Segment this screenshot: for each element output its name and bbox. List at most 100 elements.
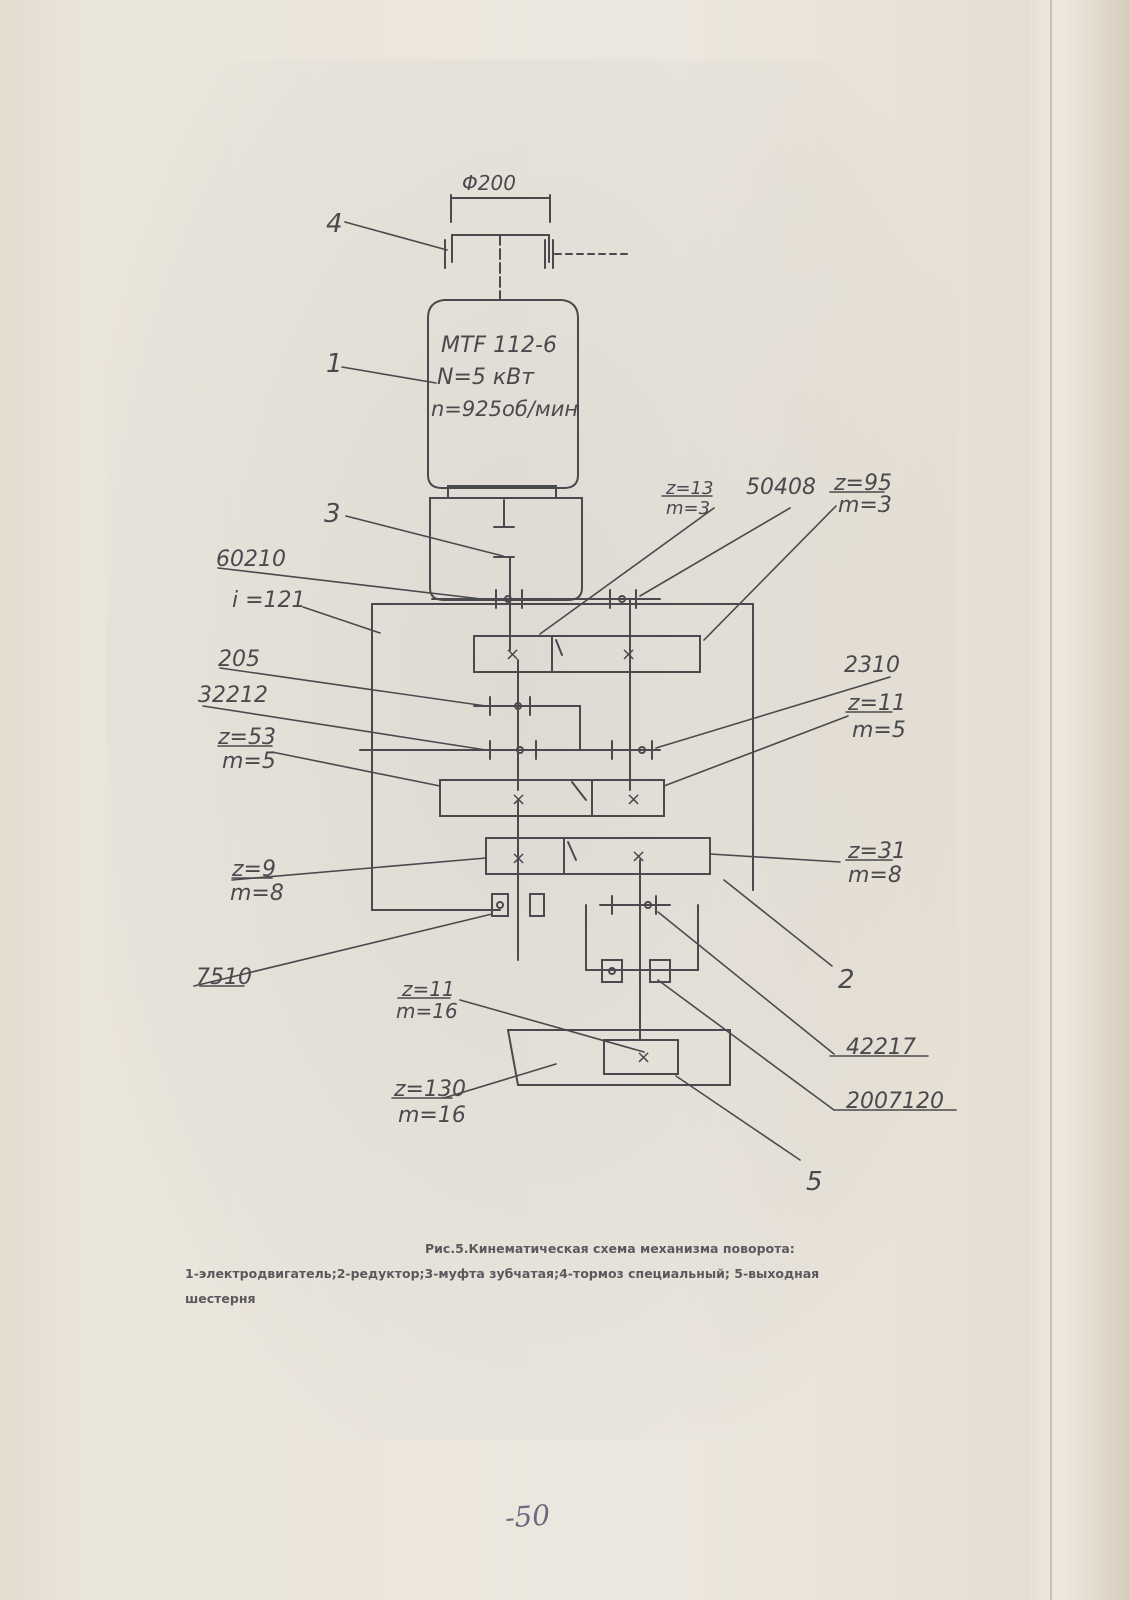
- gears: [439, 635, 731, 1086]
- bearing-60210-ball: [504, 595, 512, 603]
- callout-60210: 60210: [216, 547, 286, 572]
- leader-42217: [657, 911, 835, 1055]
- callout-3: 3: [324, 499, 341, 529]
- gear-mark-5: ×: [511, 848, 526, 869]
- motor-model: МТF 112-6: [441, 333, 557, 358]
- coupling: [429, 497, 583, 601]
- gear-z95: [551, 635, 701, 673]
- gear-mark-6: ×: [631, 846, 646, 867]
- leader-lines: [193, 221, 891, 1161]
- leader-2: [723, 879, 833, 967]
- gear-mark-2: ×: [621, 644, 636, 665]
- bearing-2007120-ball: [608, 967, 616, 975]
- bearing-50408-ball: [618, 595, 626, 603]
- dimension-label: Φ200: [462, 171, 516, 195]
- brake: [444, 194, 631, 301]
- leader-z130: [443, 1063, 557, 1099]
- callout-50408: 50408: [746, 475, 816, 500]
- gear-z130: [506, 1029, 731, 1086]
- leader-i121: [302, 606, 381, 634]
- gear-z31: [563, 837, 711, 875]
- housing-left: [371, 603, 501, 911]
- gear-mark-3: ×: [511, 789, 526, 810]
- callout-m8b: m=8: [848, 863, 902, 888]
- callout-m5b: m=5: [222, 749, 276, 774]
- bearing-7510-a: [491, 893, 509, 917]
- callout-m8a: m=8: [230, 881, 284, 906]
- leader-32212: [202, 705, 487, 751]
- callout-m16a: m=16: [396, 999, 458, 1023]
- bearing-205-bracket: [473, 705, 581, 751]
- labels: Φ200 МТF 112-6 N=5 кВт n=925об/мин 4 1 3…: [196, 171, 944, 1197]
- reducer-housing: [371, 603, 754, 911]
- leader-3: [345, 515, 504, 557]
- callout-2: 2: [838, 965, 855, 995]
- leader-60210: [217, 567, 491, 601]
- caption-title: Рис.5.Кинематическая схема механизма пов…: [425, 1241, 795, 1256]
- bearing-205-ball: [514, 702, 522, 710]
- callout-42217: 42217: [846, 1035, 916, 1060]
- callout-1: 1: [326, 349, 343, 379]
- callout-z11b: z=11: [401, 977, 455, 1001]
- callout-z31: z=31: [847, 839, 906, 864]
- figure-caption: Рис.5.Кинематическая схема механизма пов…: [185, 1236, 885, 1311]
- motor-power: N=5 кВт: [437, 365, 535, 390]
- callout-z9: z=9: [231, 857, 276, 882]
- callout-z95: z=95: [833, 471, 892, 496]
- bearing-bracket: [585, 904, 699, 971]
- binding-strip: [1029, 0, 1129, 1600]
- gear-z31-hatch: [567, 841, 577, 861]
- leader-2007120: [657, 979, 835, 1111]
- callout-i121: i =121: [232, 588, 306, 613]
- callout-2007120: 2007120: [846, 1089, 944, 1114]
- leader-2310: [655, 676, 891, 749]
- gear-z95-hatch: [555, 639, 563, 656]
- callout-m16b: m=16: [398, 1103, 466, 1128]
- bearings: [473, 589, 699, 983]
- leader-z11b: [459, 999, 645, 1053]
- caption-legend: 1-электродвигатель;2-редуктор;3-муфта зу…: [185, 1266, 820, 1306]
- callout-5: 5: [806, 1167, 823, 1197]
- bearing-32212-ball: [516, 746, 524, 754]
- gear-mark-1: ×: [505, 644, 520, 665]
- leader-z31: [709, 853, 841, 863]
- bearing-42217-ball: [644, 901, 652, 909]
- callout-m3a: m=3: [666, 498, 710, 519]
- bearing-2310-ball: [638, 746, 646, 754]
- gear-mark-4: ×: [626, 789, 641, 810]
- label-underlines: [199, 491, 957, 1111]
- leader-1: [341, 366, 437, 384]
- callout-m5a: m=5: [852, 718, 906, 743]
- leader-5: [675, 1075, 801, 1161]
- leader-7510: [193, 913, 493, 987]
- bearing-7510-ball: [496, 901, 504, 909]
- gear-z11-b: [603, 1039, 679, 1075]
- gear-mark-7: ×: [636, 1047, 651, 1068]
- gear-z11-a: [591, 779, 665, 817]
- callout-2310: 2310: [844, 653, 900, 678]
- callout-z53: z=53: [217, 725, 276, 750]
- callout-z11a: z=11: [847, 691, 906, 716]
- callout-z13: z=13: [665, 478, 713, 499]
- coupling-housing: [429, 497, 583, 601]
- callout-7510: 7510: [196, 965, 252, 990]
- leader-z95: [703, 505, 837, 641]
- leader-4: [344, 221, 448, 251]
- callout-m3b: m=3: [838, 493, 892, 518]
- gear-z53-hatch: [571, 781, 587, 801]
- leader-50408: [639, 507, 791, 597]
- motor-speed: n=925об/мин: [431, 397, 578, 421]
- bearing-7510-b: [529, 893, 545, 917]
- callout-4: 4: [326, 209, 343, 239]
- callout-205: 205: [218, 647, 260, 672]
- leader-z11a: [663, 715, 849, 787]
- page-number: -50: [503, 1498, 552, 1535]
- binding-edge: [1050, 0, 1052, 1600]
- leader-205: [219, 667, 487, 707]
- leader-z53: [271, 751, 441, 787]
- motor-body: [427, 299, 579, 489]
- callout-32212: 32212: [198, 683, 268, 708]
- bearing-2007120-a: [601, 959, 623, 983]
